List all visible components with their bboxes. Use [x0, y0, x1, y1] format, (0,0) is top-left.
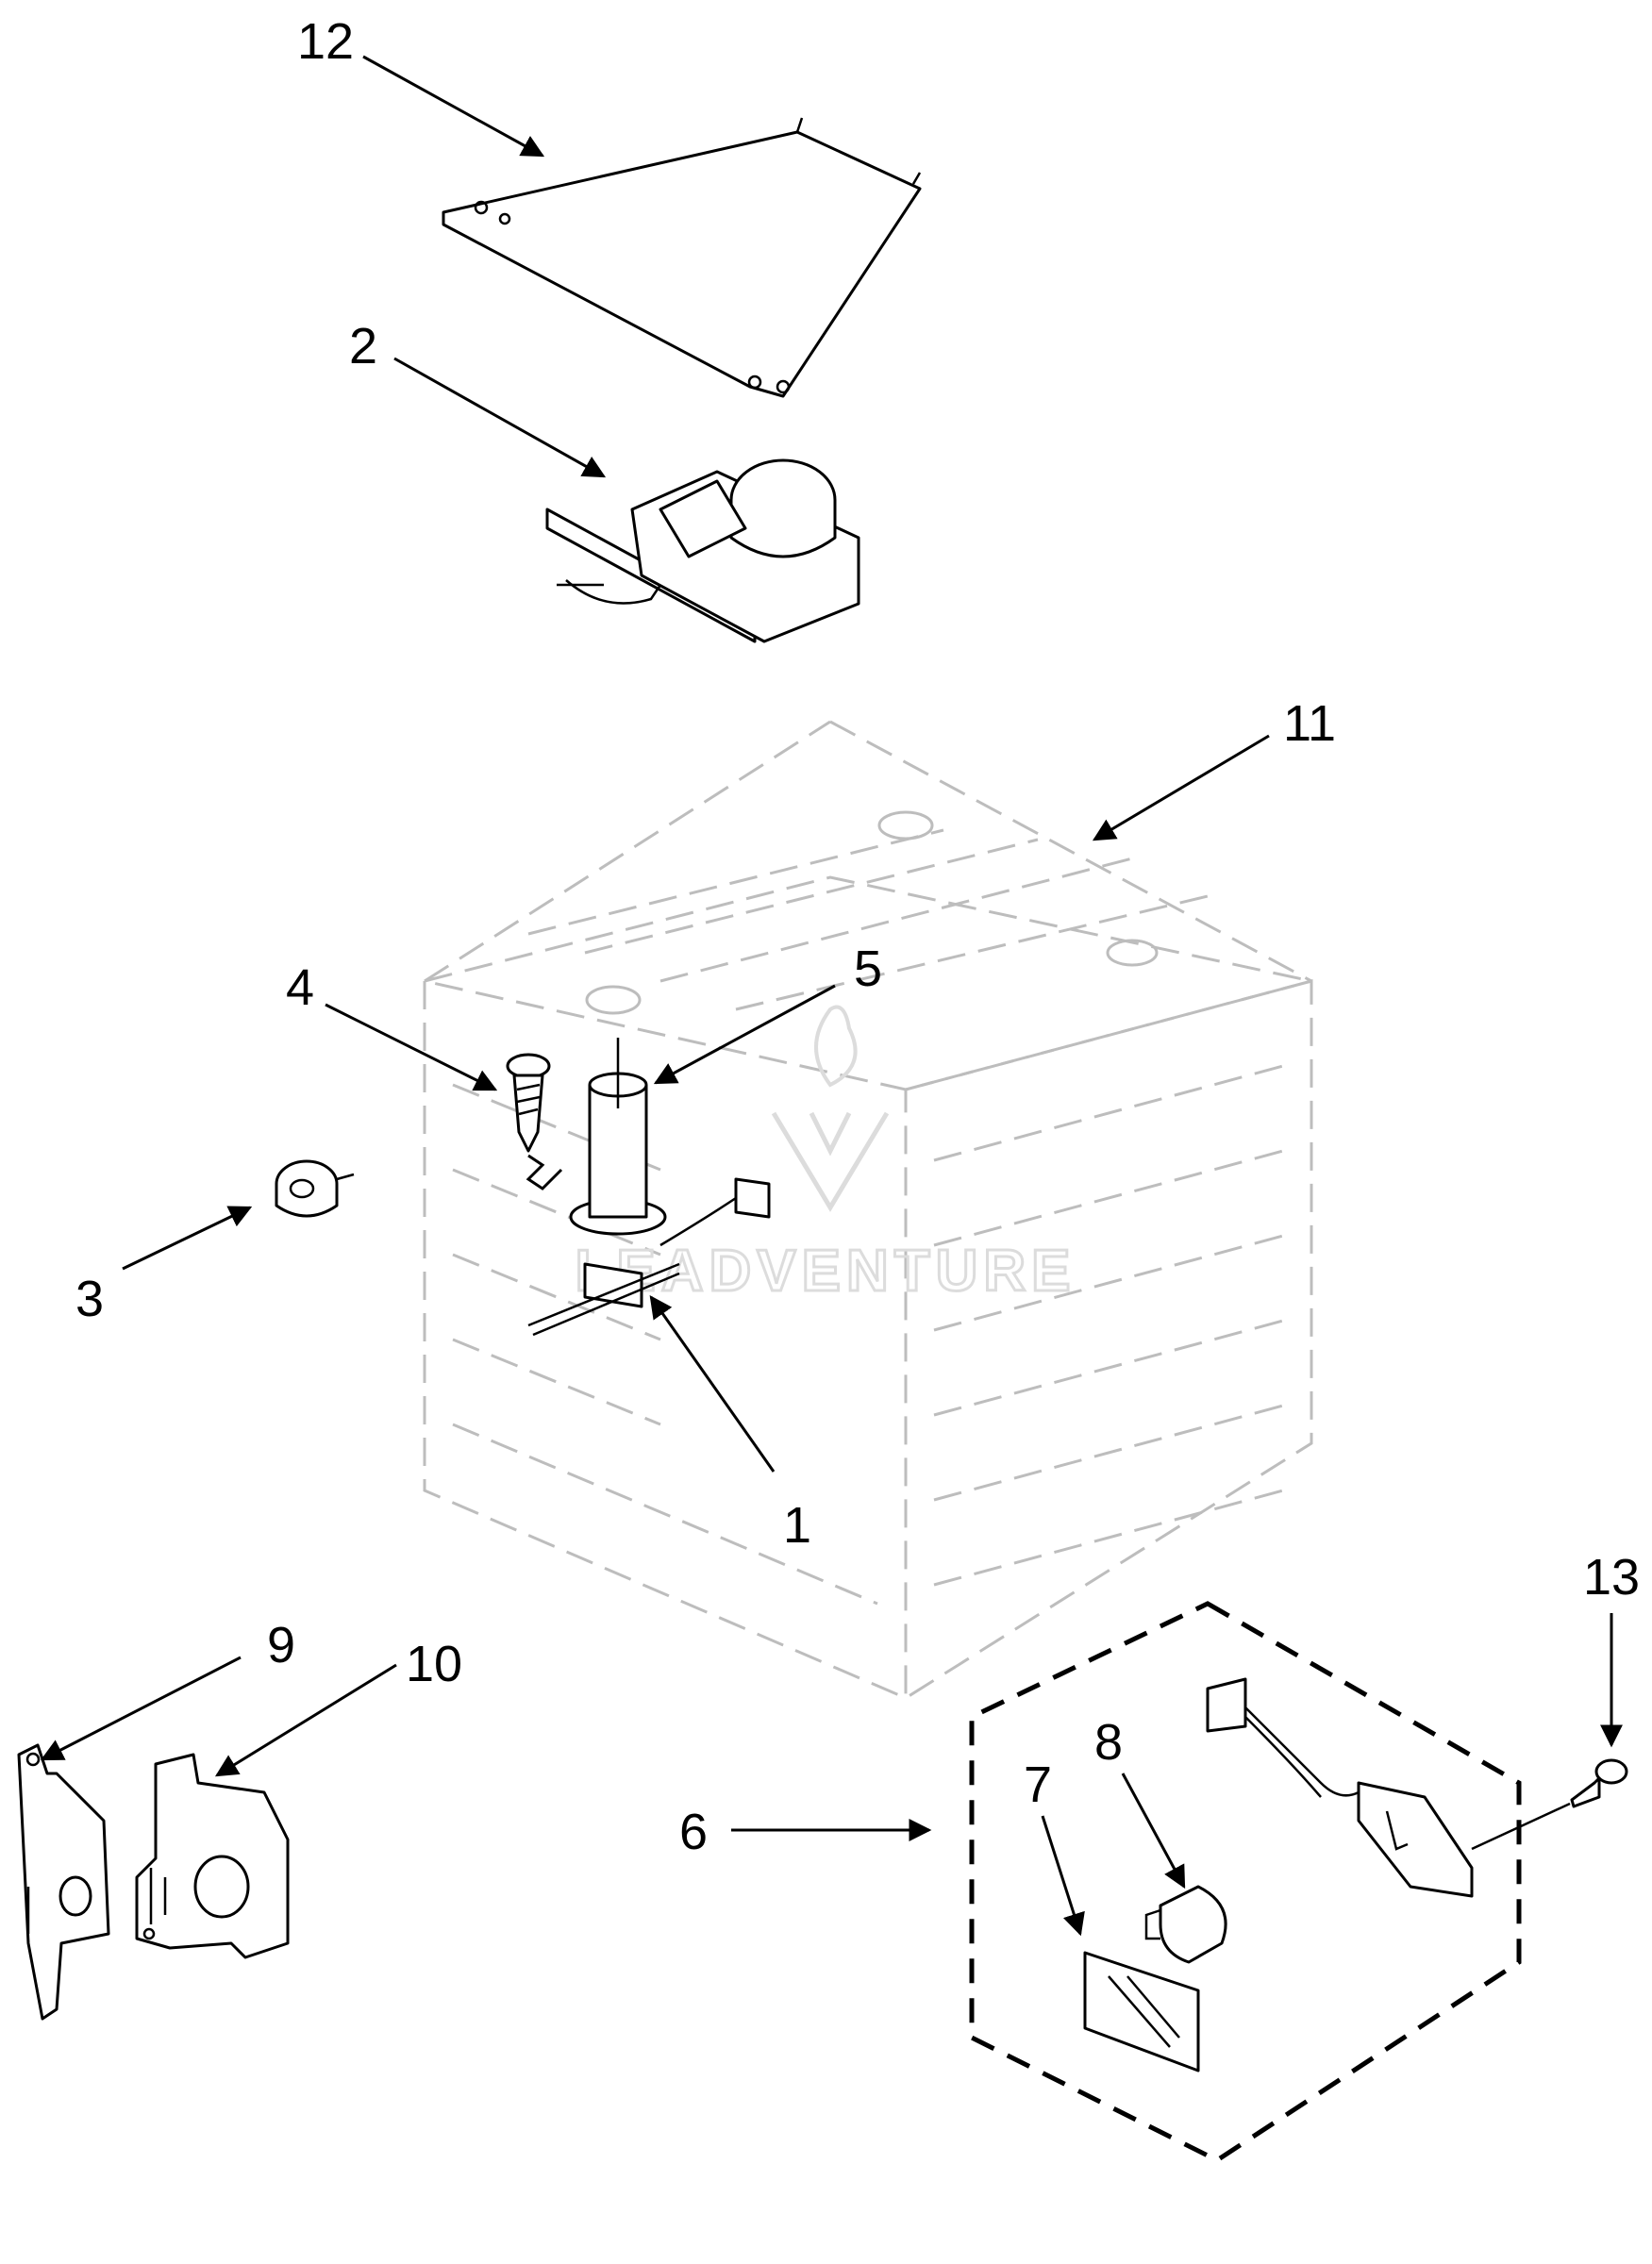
- part-1-probe: [527, 1177, 771, 1337]
- part-7-lens: [1083, 1951, 1200, 2073]
- callout-labels: 12 2 11 4 5 3 1 13 9 10 8 7 6: [75, 13, 1640, 1860]
- part-6-kit-outline: [969, 1601, 1522, 2163]
- callout-11: 11: [1283, 695, 1336, 752]
- part-9-hinge: [17, 1743, 110, 2021]
- callout-13: 13: [1583, 1549, 1640, 1606]
- part-10-hinge: [135, 1753, 290, 1959]
- callout-8: 8: [1094, 1714, 1123, 1771]
- watermark-text: LEADVENTURE: [575, 1239, 1076, 1304]
- callout-9: 9: [267, 1617, 295, 1673]
- callout-12: 12: [297, 13, 354, 70]
- part-4-screw: [506, 1053, 563, 1190]
- part-2-latch-assembly: [545, 458, 860, 643]
- callout-2: 2: [349, 318, 377, 375]
- watermark-logo: LEADVENTURE: [574, 1005, 1076, 1306]
- oven-cavity: [423, 720, 1313, 1701]
- callout-3: 3: [75, 1271, 104, 1327]
- light-socket-assembly: [1206, 1677, 1474, 1898]
- callout-7: 7: [1024, 1756, 1052, 1813]
- part-5-sensor-tube: [569, 1038, 667, 1236]
- leader-lines: [40, 55, 1623, 1937]
- part-3-knob: [275, 1159, 355, 1218]
- callout-10: 10: [406, 1636, 462, 1692]
- callout-5: 5: [854, 941, 882, 997]
- part-12-plate: [442, 117, 922, 398]
- part-8-bulb: [1144, 1885, 1227, 1964]
- callout-4: 4: [286, 959, 314, 1016]
- callout-6: 6: [679, 1804, 708, 1860]
- callout-1: 1: [783, 1497, 811, 1554]
- part-13-screw: [1471, 1758, 1628, 1851]
